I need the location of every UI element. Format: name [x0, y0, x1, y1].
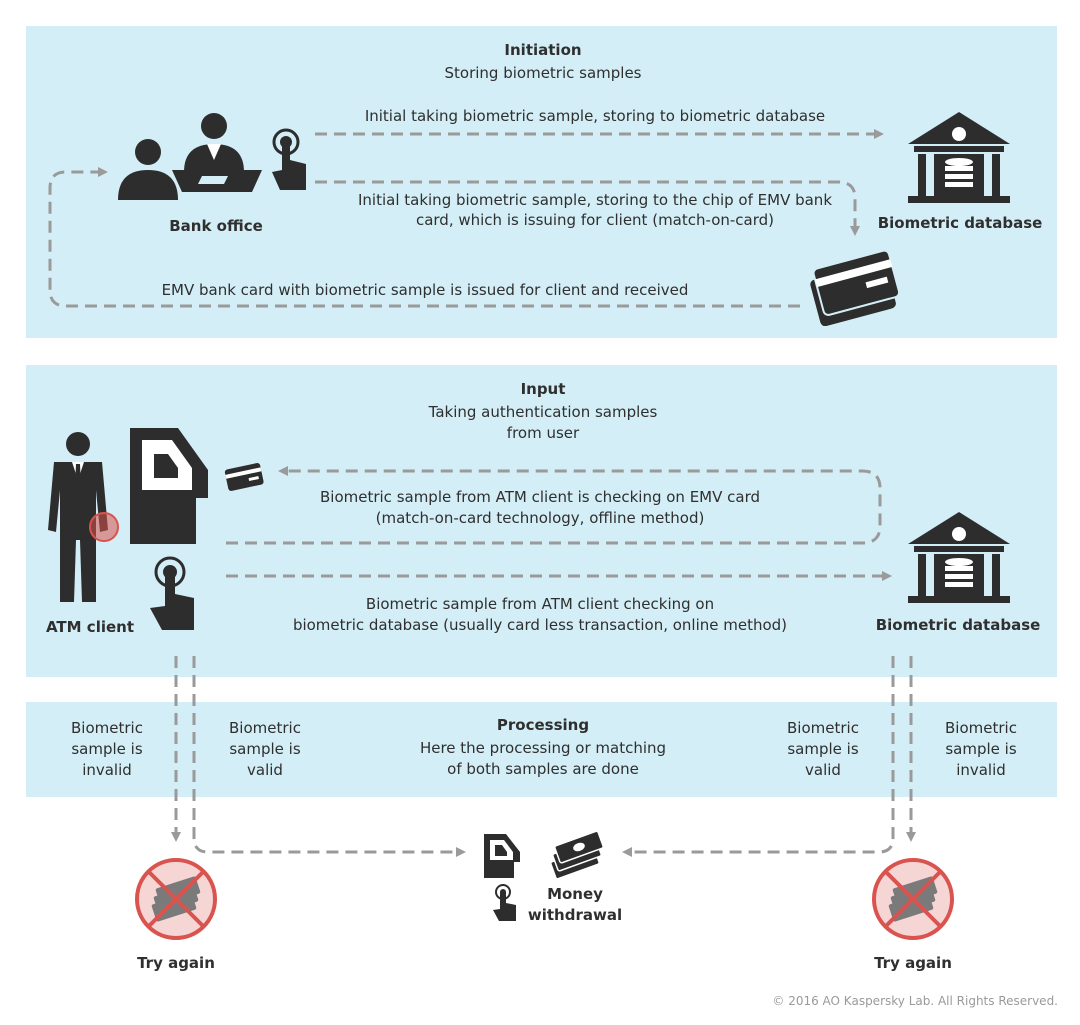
arrow-card-issued [48, 167, 800, 308]
bank-card-icon [224, 463, 264, 491]
biometric-database-label-top: Biometric database [877, 214, 1043, 232]
db-check-line2: biometric database (usually card less tr… [292, 616, 788, 634]
clerk-desk-icon [172, 113, 262, 192]
left-valid-label: Biometric sample is valid [229, 719, 301, 779]
input-subtitle-line2: from user [506, 424, 580, 442]
processing-panel [26, 702, 1057, 797]
arrow-to-card-chip [315, 180, 860, 236]
atm-client-label: ATM client [45, 618, 135, 636]
bank-office-label: Bank office [169, 217, 263, 235]
no-money-icon [872, 858, 954, 940]
arrow2-label-line2: card, which is issuing for client (match… [415, 211, 775, 229]
finger-touch-icon [493, 884, 516, 921]
input-subtitle-line1: Taking authentication samples [428, 403, 658, 421]
left-invalid-label: Biometric sample is invalid [71, 719, 143, 779]
input-title: Input [520, 380, 566, 398]
arrow-card-check [226, 466, 882, 545]
try-again-left: Try again [137, 954, 215, 972]
right-invalid-label: Biometric sample is invalid [945, 719, 1017, 779]
atm-icon [484, 834, 520, 878]
processing-title: Processing [496, 716, 590, 734]
bank-card-icon [810, 249, 898, 326]
initiation-subtitle: Storing biometric samples [444, 64, 642, 82]
card-check-line1: Biometric sample from ATM client is chec… [319, 488, 761, 506]
bank-building-icon [908, 112, 1010, 203]
card-check-line2: (match-on-card technology, offline metho… [375, 509, 705, 527]
bank-building-icon [908, 512, 1010, 603]
money-stack-icon [550, 830, 604, 878]
atm-icon [130, 428, 208, 544]
finger-touch-icon [272, 128, 306, 190]
copyright: © 2016 AO Kaspersky Lab. All Rights Rese… [772, 994, 1058, 1008]
arrow2-label-line1: Initial taking biometric sample, storing… [357, 191, 833, 209]
arrow-left-valid [192, 656, 466, 857]
person-icon [118, 139, 178, 200]
initiation-title: Initiation [504, 41, 582, 59]
right-valid-label: Biometric sample is valid [787, 719, 859, 779]
processing-subtitle-line1: Here the processing or matching [419, 739, 667, 757]
processing-subtitle-line2: of both samples are done [447, 760, 639, 778]
input-panel [26, 365, 1057, 677]
arrow3-label: EMV bank card with biometric sample is i… [161, 281, 689, 299]
arrow1-label: Initial taking biometric sample, storing… [364, 107, 826, 125]
no-money-icon [135, 858, 217, 940]
money-withdrawal-label: Money withdrawal [527, 885, 623, 924]
finger-touch-icon [150, 556, 194, 630]
db-check-line1: Biometric sample from ATM client checkin… [365, 595, 715, 613]
businessman-icon [48, 432, 119, 602]
try-again-right: Try again [874, 954, 952, 972]
biometric-database-label-input: Biometric database [875, 616, 1041, 634]
arrow-right-valid [622, 656, 895, 857]
